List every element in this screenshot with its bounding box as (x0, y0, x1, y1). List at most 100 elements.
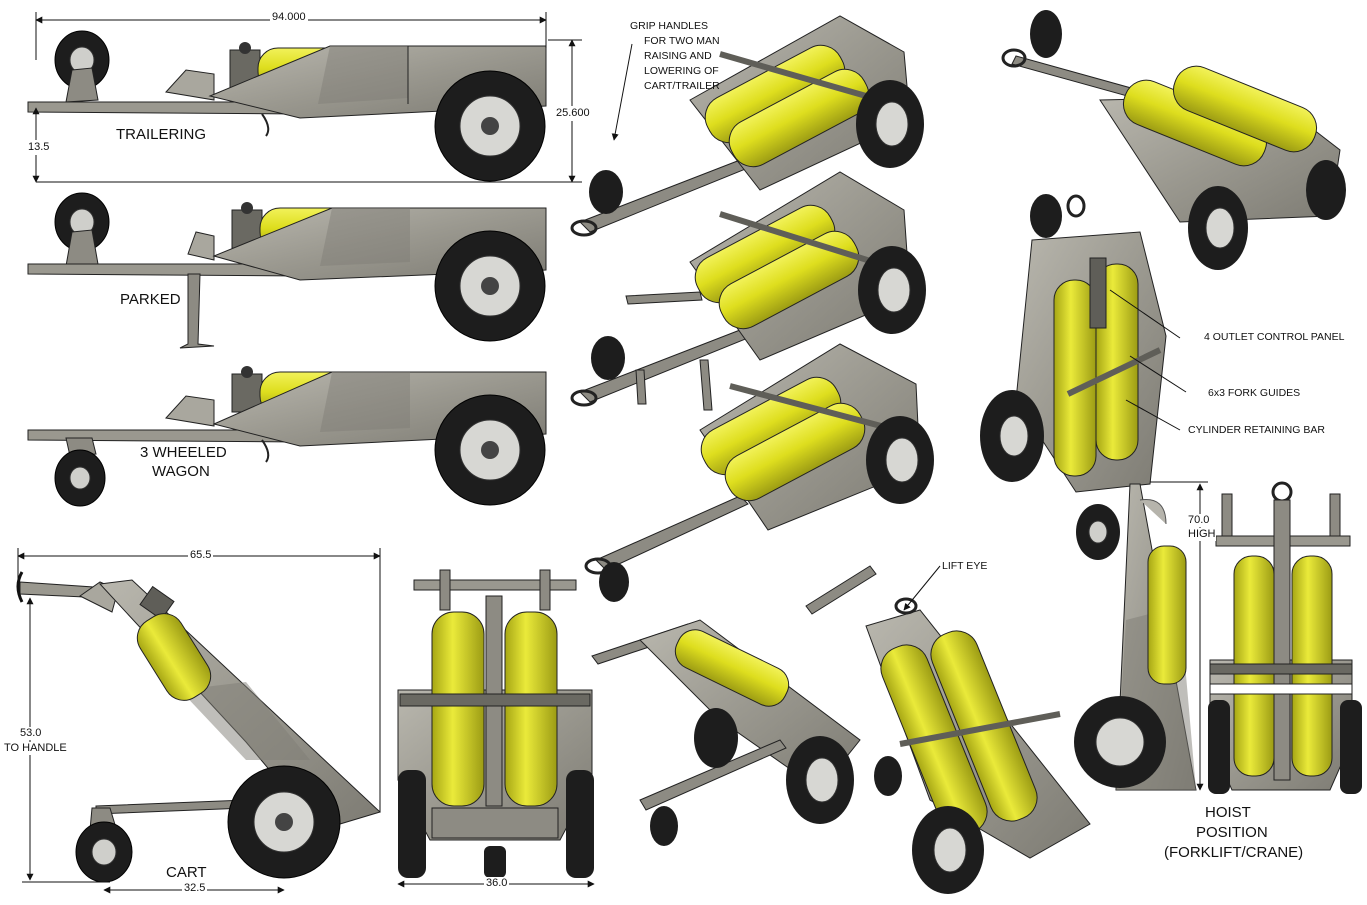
label-hoist-1: HOIST (1205, 804, 1251, 821)
callout-grip-handles-2: FOR TWO MAN (644, 35, 720, 47)
retaining-bar (729, 383, 897, 433)
main-wheel-hub (805, 757, 839, 803)
bar-leader (1125, 399, 1181, 431)
cart-front-view (397, 569, 595, 888)
tongue (639, 739, 787, 811)
hitch-ring (570, 219, 598, 237)
regulator (231, 202, 263, 249)
dim-hoist-height-1: 70.0 (1188, 514, 1210, 527)
callout-lift-eye: LIFT EYE (942, 560, 988, 572)
caster-wheel (874, 756, 902, 796)
retaining-bar (899, 711, 1061, 747)
cylinder-b (718, 230, 860, 330)
white-band (1209, 683, 1353, 695)
label-parked: PARKED (120, 291, 181, 308)
caster-wheel (54, 192, 110, 267)
caster-wheel (54, 437, 106, 507)
dim-hoist-height-2: HIGH (1188, 528, 1216, 541)
fork-leader (1129, 355, 1187, 393)
retaining-bar (1209, 663, 1353, 675)
wagon-side-view (27, 366, 547, 507)
regulator (231, 366, 263, 413)
chain (261, 113, 270, 137)
retaining-bar (719, 51, 881, 103)
dim-trailer-height: 25.600 (556, 106, 590, 121)
lift-eye (1271, 481, 1293, 503)
lift-eye (1066, 194, 1086, 218)
fender-plate (187, 231, 215, 261)
retaining-bar (719, 211, 881, 267)
lift-eye (894, 597, 918, 615)
label-hoist-2: POSITION (1196, 824, 1268, 841)
retaining-bar (399, 693, 591, 707)
regulator (139, 585, 175, 621)
main-wheel-hub (877, 267, 911, 313)
dim-cart-height-1: 53.0 (20, 727, 42, 740)
caster-wheel (54, 30, 110, 103)
tongue (595, 495, 749, 571)
label-cart: CART (166, 864, 207, 881)
body-shade (318, 46, 408, 104)
lower-frame (95, 799, 247, 815)
base-plate (431, 807, 559, 839)
rear-wheel (694, 708, 738, 768)
right-tire (1340, 700, 1362, 794)
main-wheel-hub (885, 437, 919, 483)
callout-grip-handles-3: RAISING AND (644, 50, 712, 62)
label-wagon-2: WAGON (152, 463, 210, 480)
main-wheel (434, 230, 546, 342)
dim-width: 36.0 (484, 877, 510, 890)
main-wheel-hub (875, 101, 909, 147)
caster-wheel (1030, 194, 1062, 238)
rear-wheel (1306, 160, 1346, 220)
hitch-ring (570, 389, 598, 407)
iso-trailer-right (1001, 10, 1346, 270)
main-wheel (434, 394, 546, 506)
callout-grip-handles-4: LOWERING OF (644, 65, 719, 77)
callout-retaining-bar: CYLINDER RETAINING BAR (1188, 424, 1325, 436)
parked-side-view (27, 192, 547, 349)
right-post (539, 569, 551, 611)
main-wheel (434, 70, 546, 182)
rear-caster (484, 846, 506, 878)
fender-plate (165, 395, 215, 427)
hoist-front-view (1208, 481, 1362, 794)
lift-eye-leader (903, 565, 941, 611)
iso-cart-right (980, 194, 1187, 493)
label-trailering: TRAILERING (116, 126, 207, 143)
body-shade (320, 208, 410, 266)
iso-view-2 (570, 171, 926, 411)
cart-side-view (16, 548, 381, 894)
label-hoist-3: (FORKLIFT/CRANE) (1164, 844, 1304, 861)
body-shade (180, 682, 310, 760)
parking-stand (179, 273, 215, 349)
right-tire (566, 770, 594, 878)
cylinder-b (728, 68, 870, 168)
dim-trailer-length: 94.000 (270, 11, 308, 24)
chain (261, 439, 270, 463)
left-tire (398, 770, 426, 878)
center-rail (1273, 499, 1291, 781)
callout-grip-handles-5: CART/TRAILER (644, 80, 720, 92)
retaining-bar (1066, 347, 1162, 397)
handle-frame (625, 291, 703, 305)
cylinder-b (724, 402, 866, 502)
main-wheel-hub (1095, 717, 1145, 767)
right-cylinder (504, 611, 558, 807)
left-tire (1208, 700, 1230, 794)
fender-plate (165, 69, 215, 101)
top-bar (413, 579, 577, 591)
callout-control-panel: 4 OUTLET CONTROL PANEL (1204, 331, 1345, 343)
dim-cart-wheelbase: 32.5 (182, 882, 208, 895)
iso-cart-view-1 (591, 619, 861, 846)
grip-leader (611, 43, 633, 141)
panel-leader (1109, 289, 1181, 339)
caster-wheel (1030, 10, 1062, 58)
callout-grip-handles-1: GRIP HANDLES (630, 20, 708, 32)
handle-grip (16, 571, 24, 603)
caster-wheel (591, 336, 625, 380)
iso-view-1 (570, 15, 924, 237)
main-wheel-hub (1205, 207, 1235, 249)
